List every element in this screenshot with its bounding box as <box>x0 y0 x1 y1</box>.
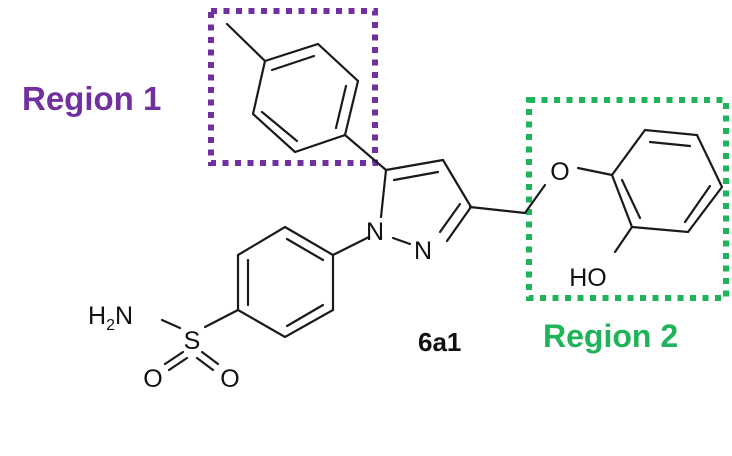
region-2-box <box>526 97 729 301</box>
atom-amine: H2N <box>88 302 133 334</box>
pyrazole-ring <box>379 158 527 246</box>
region-1-box <box>208 8 378 166</box>
hydroxyphenoxy-group <box>523 128 724 254</box>
tolyl-ring <box>225 22 388 172</box>
phenyl-ring <box>160 225 371 372</box>
atom-n2: N <box>414 237 432 265</box>
compound-label: 6a1 <box>418 327 461 357</box>
region-2-label: Region 2 <box>543 318 678 354</box>
atom-sulfur: S <box>184 327 201 355</box>
atom-o-ether: O <box>550 158 569 186</box>
region-1-label: Region 1 <box>22 80 161 117</box>
atom-hydroxyl: HO <box>569 264 607 292</box>
atom-n1: N <box>366 218 384 246</box>
atom-o-left: O <box>143 365 162 393</box>
atom-o-right: O <box>220 365 239 393</box>
